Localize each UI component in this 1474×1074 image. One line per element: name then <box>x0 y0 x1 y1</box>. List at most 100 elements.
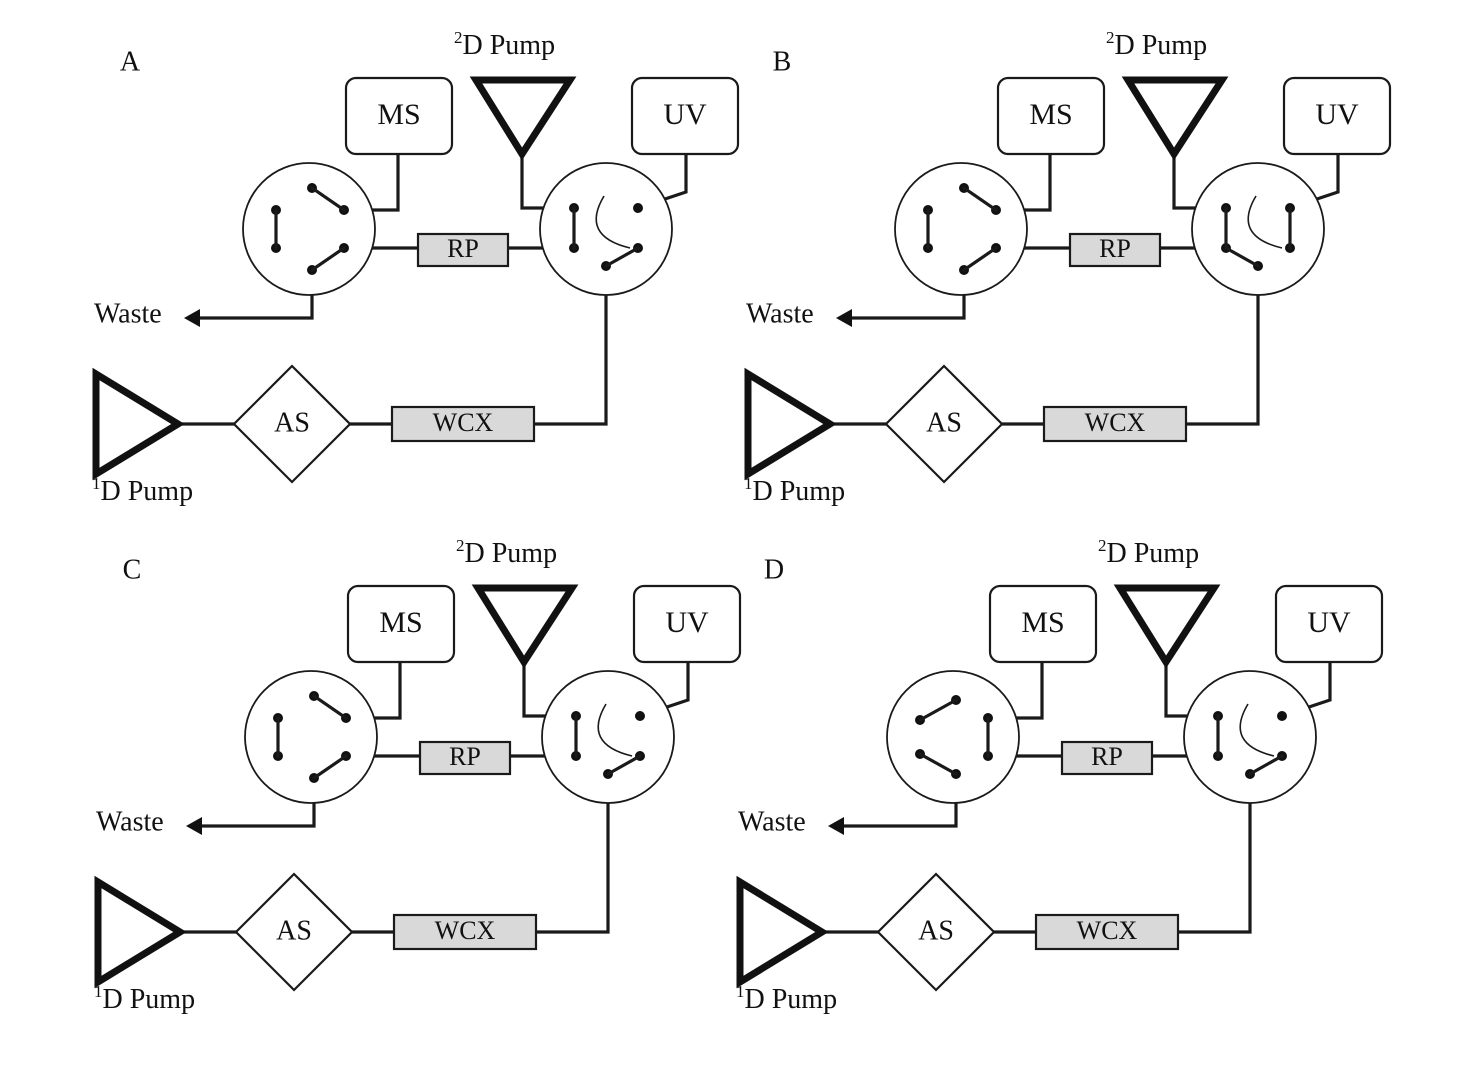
right-valve-link <box>1247 753 1285 777</box>
pump-1d-label: 1D Pump <box>92 474 193 508</box>
left-valve-link <box>917 697 959 723</box>
panel-label-d: D <box>764 554 784 585</box>
right-valve-link <box>605 753 643 777</box>
left-valve-link <box>311 753 349 781</box>
rp-label: RP <box>1099 234 1131 263</box>
pump-1d-label: 1D Pump <box>736 982 837 1016</box>
rp-column <box>1060 740 1154 776</box>
pump-2d-icon <box>1113 584 1221 669</box>
uv-box <box>1274 584 1384 664</box>
panel-b: B MS UV RP WCX AS 2D Pump 1D Pump Waste <box>744 28 1392 508</box>
waste-label: Waste <box>738 806 806 837</box>
right-valve <box>1191 162 1325 296</box>
ms-box <box>996 76 1106 156</box>
pump-2d-label: 2D Pump <box>1106 28 1207 62</box>
pump-1d-icon <box>92 367 185 481</box>
valve-port <box>1277 711 1287 721</box>
left-valve <box>242 162 376 296</box>
wcx-label: WCX <box>433 408 494 437</box>
wcx-line <box>1176 772 1252 934</box>
as-label: AS <box>276 915 312 946</box>
left-valve <box>886 670 1020 804</box>
left-valve-link <box>961 185 999 213</box>
right-valve <box>539 162 673 296</box>
waste-arrow-icon <box>186 817 202 835</box>
ms-label: MS <box>1029 98 1072 131</box>
sample-loop <box>595 195 631 249</box>
panel-a: A MS UV RP WCX AS 2D Pump 1D Pump Waste <box>92 28 740 508</box>
autosampler-diamond <box>234 872 354 992</box>
rp-column <box>416 232 510 268</box>
uv-label: UV <box>1315 98 1359 131</box>
wcx-label: WCX <box>435 916 496 945</box>
autosampler-diamond <box>232 364 352 484</box>
left-valve-link <box>309 185 347 213</box>
panel-label-a: A <box>120 46 141 77</box>
wcx-column <box>390 405 536 443</box>
waste-arrow-icon <box>184 309 200 327</box>
uv-box <box>632 584 742 664</box>
uv-label: UV <box>663 98 707 131</box>
sample-loop <box>1239 703 1275 757</box>
sample-loop <box>597 703 633 757</box>
panel-c: C MS UV RP WCX AS 2D Pump 1D Pump Waste <box>94 536 742 1016</box>
ms-label: MS <box>377 98 420 131</box>
wcx-label: WCX <box>1077 916 1138 945</box>
left-valve-link <box>961 245 999 273</box>
wcx-line <box>1184 264 1260 426</box>
ms-box <box>344 76 454 156</box>
rp-column <box>1068 232 1162 268</box>
ms-box <box>988 584 1098 664</box>
ms-label: MS <box>1021 606 1064 639</box>
wcx-line <box>534 772 610 934</box>
left-valve <box>894 162 1028 296</box>
wcx-line <box>532 264 608 426</box>
rp-label: RP <box>1091 742 1123 771</box>
left-valve-link <box>917 751 959 777</box>
rp-label: RP <box>447 234 479 263</box>
waste-label: Waste <box>746 298 814 329</box>
rp-column <box>418 740 512 776</box>
autosampler-diamond <box>884 364 1004 484</box>
waste-label: Waste <box>96 806 164 837</box>
left-valve <box>244 670 378 804</box>
right-valve <box>1183 670 1317 804</box>
waste-label: Waste <box>94 298 162 329</box>
pump-2d-label: 2D Pump <box>454 28 555 62</box>
pump-1d-label: 1D Pump <box>94 982 195 1016</box>
as-label: AS <box>918 915 954 946</box>
pump-1d-label: 1D Pump <box>744 474 845 508</box>
wcx-column <box>1034 913 1180 951</box>
as-label: AS <box>274 407 310 438</box>
uv-box <box>630 76 740 156</box>
wcx-column <box>392 913 538 951</box>
pump-2d-label: 2D Pump <box>456 536 557 570</box>
valve-port <box>633 203 643 213</box>
panel-label-c: C <box>123 554 142 585</box>
right-valve-link <box>1223 245 1261 269</box>
pump-2d-icon <box>1121 76 1229 161</box>
panel-label-b: B <box>773 46 792 77</box>
valve-port <box>635 711 645 721</box>
waste-arrow-icon <box>836 309 852 327</box>
rp-label: RP <box>449 742 481 771</box>
ms-box <box>346 584 456 664</box>
pump-2d-icon <box>471 584 579 669</box>
waste-arrow-icon <box>828 817 844 835</box>
ms-label: MS <box>379 606 422 639</box>
wcx-column <box>1042 405 1188 443</box>
right-valve <box>541 670 675 804</box>
as-label: AS <box>926 407 962 438</box>
autosampler-diamond <box>876 872 996 992</box>
pump-1d-icon <box>94 875 187 989</box>
right-valve-link <box>603 245 641 269</box>
pump-2d-label: 2D Pump <box>1098 536 1199 570</box>
pump-1d-icon <box>736 875 829 989</box>
pump-2d-icon <box>469 76 577 161</box>
left-valve-link <box>309 245 347 273</box>
sample-loop <box>1247 195 1283 249</box>
wcx-label: WCX <box>1085 408 1146 437</box>
uv-label: UV <box>665 606 709 639</box>
